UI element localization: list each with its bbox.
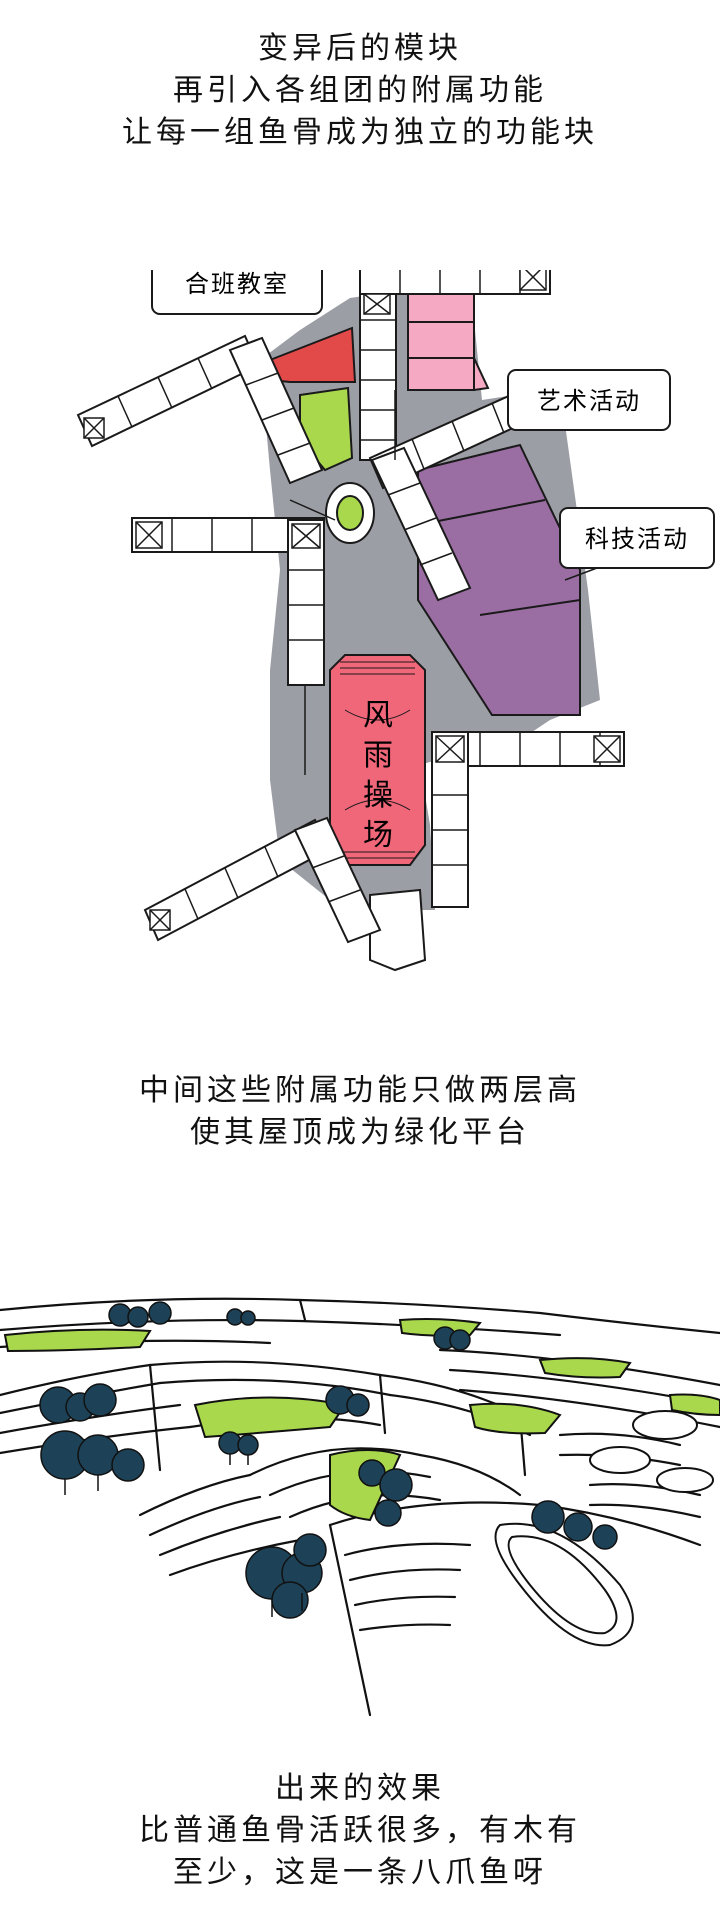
service-block (369, 888, 427, 972)
middle-caption-line-1: 中间这些附属功能只做两层高 (139, 1073, 581, 1108)
sketch-green-roof-3 (468, 1402, 562, 1435)
tech-activity-block (417, 443, 581, 716)
campus-plan-diagram: 风 雨 操 场 (76, 270, 715, 972)
wing-top-horizontal (359, 270, 551, 295)
label-combined-classroom-text: 合班教室 (185, 270, 289, 298)
top-caption-line-3: 让每一组鱼骨成为独立的功能块 (122, 115, 598, 150)
sketch-running-track (494, 1522, 634, 1647)
art-activity-wedge (473, 357, 490, 392)
bottom-caption-line-2: 比普通鱼骨活跃很多，有木有 (139, 1813, 581, 1848)
wing-bottom-left-vertical (293, 816, 382, 944)
label-art-activity: 艺术活动 (507, 369, 671, 431)
sketch-trees (39, 1301, 618, 1619)
middle-caption-line-2: 使其屋顶成为绿化平台 (190, 1115, 530, 1150)
sketch-green-roof-1 (3, 1328, 152, 1353)
bottom-caption-line-1: 出来的效果 (275, 1771, 445, 1806)
green-roof-2-inner (336, 495, 364, 531)
sketch-green-roof-2 (193, 1396, 347, 1439)
playground-char-1: 风 (363, 698, 393, 733)
sketch-green-roof-7 (668, 1393, 720, 1417)
middle-caption: 中间这些附属功能只做两层高 使其屋顶成为绿化平台 (0, 1070, 720, 1154)
bottom-caption: 出来的效果 比普通鱼骨活跃很多，有木有 至少，这是一条八爪鱼呀 (0, 1768, 720, 1894)
label-tech-activity: 科技活动 (559, 507, 715, 581)
sketch-green-roof-5 (538, 1357, 632, 1379)
bottom-caption-line-3: 至少，这是一条八爪鱼呀 (173, 1855, 547, 1890)
playground-char-3: 操 (363, 778, 393, 813)
playground-char-4: 场 (363, 818, 393, 853)
label-art-activity-text: 艺术活动 (537, 387, 641, 415)
top-caption-line-1: 变异后的模块 (258, 31, 462, 66)
label-tech-activity-text: 科技活动 (585, 525, 689, 553)
playground-char-2: 雨 (363, 738, 393, 773)
aerial-perspective-sketch (0, 1297, 720, 1717)
art-activity-block (407, 284, 475, 391)
top-caption: 变异后的模块 再引入各组团的附属功能 让每一组鱼骨成为独立的功能块 (0, 28, 720, 154)
top-caption-line-2: 再引入各组团的附属功能 (173, 73, 547, 108)
label-combined-classroom: 合班教室 (151, 270, 323, 315)
wing-top-vertical (359, 289, 397, 461)
rain-playground (329, 654, 426, 866)
